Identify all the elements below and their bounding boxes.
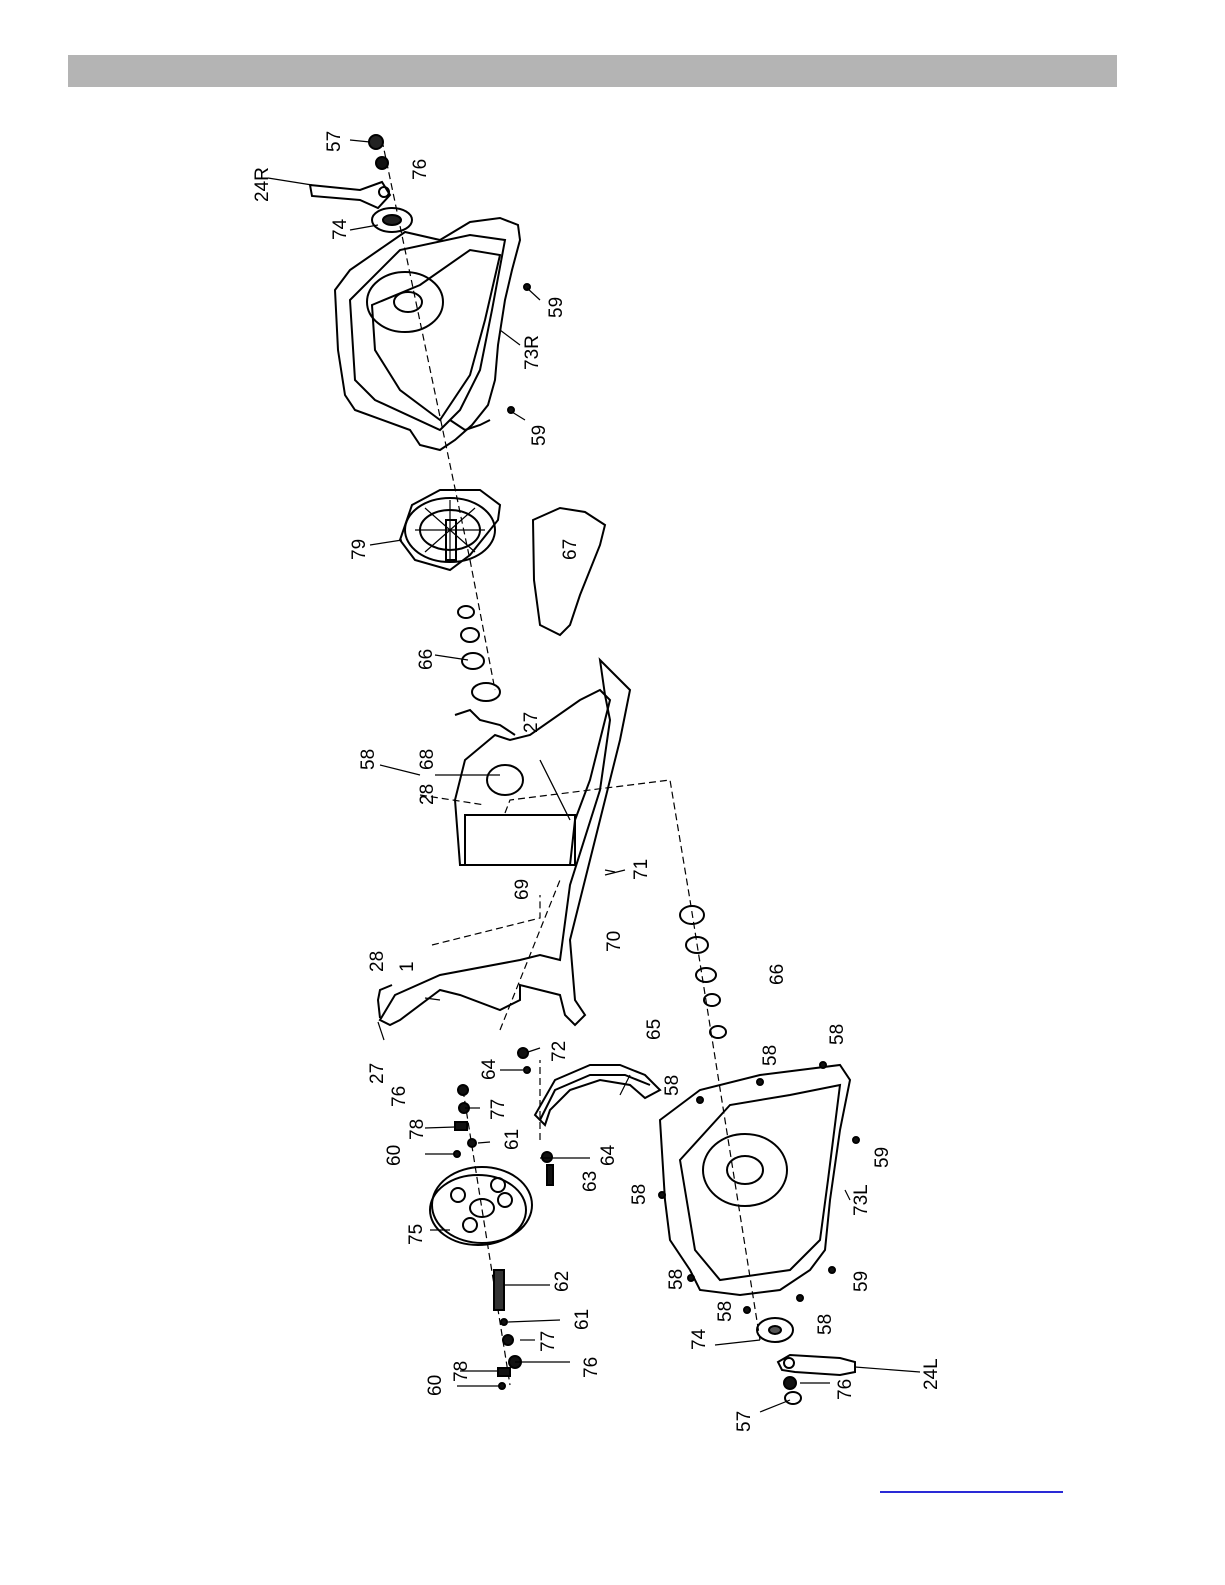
panel-67 — [533, 508, 605, 635]
part-76-left — [784, 1377, 796, 1389]
label-59-d: 59 — [851, 1271, 872, 1292]
label-71: 71 — [631, 859, 652, 880]
label-58-h: 58 — [815, 1314, 836, 1335]
label-78-mid: 78 — [407, 1119, 428, 1140]
label-73L: 73L — [851, 1184, 872, 1216]
brake-pad-65 — [535, 1065, 660, 1125]
label-75: 75 — [406, 1224, 427, 1245]
footer-link-underline[interactable] — [880, 1491, 1063, 1493]
label-59-a: 59 — [546, 297, 567, 318]
label-76-bottom: 76 — [835, 1379, 856, 1400]
label-77-lower: 77 — [538, 1331, 559, 1352]
label-76-lower: 76 — [581, 1357, 602, 1378]
label-58-a: 58 — [358, 749, 379, 770]
label-28-upper: 28 — [417, 784, 438, 805]
bearing-set-66-upper — [458, 606, 500, 701]
pulley-wheel-75 — [430, 1167, 532, 1245]
label-66-upper: 66 — [416, 649, 437, 670]
label-64-lower: 64 — [598, 1144, 619, 1166]
crank-arm-24L — [778, 1355, 855, 1375]
part-76-washer — [376, 157, 388, 169]
label-58-e: 58 — [629, 1184, 650, 1205]
part-57-left — [785, 1392, 801, 1404]
label-28-lower: 28 — [367, 951, 388, 972]
label-76-mid: 76 — [389, 1086, 410, 1107]
label-69: 69 — [512, 879, 533, 900]
right-cover-73R — [335, 218, 520, 450]
part-74-bearing — [372, 208, 412, 232]
part-labels: 57 76 24R 74 59 73R 59 79 67 66 58 68 28… — [252, 131, 942, 1432]
label-1: 1 — [397, 961, 418, 972]
axle-62 — [494, 1270, 504, 1310]
label-57-top: 57 — [324, 131, 345, 152]
assembly-axis-lines — [382, 140, 760, 1385]
label-24R: 24R — [252, 167, 273, 202]
label-61-lower: 61 — [572, 1309, 593, 1330]
label-74-lower: 74 — [689, 1328, 710, 1350]
label-60-lower: 60 — [425, 1375, 446, 1396]
label-58-f: 58 — [666, 1269, 687, 1290]
label-58-d: 58 — [662, 1075, 683, 1096]
label-24L: 24L — [921, 1358, 942, 1390]
label-67: 67 — [560, 539, 581, 560]
crank-arm-24R — [310, 182, 390, 208]
label-64-upper: 64 — [479, 1058, 500, 1080]
label-57-bottom: 57 — [734, 1411, 755, 1432]
label-58-g: 58 — [715, 1301, 736, 1322]
label-58-b: 58 — [827, 1024, 848, 1045]
label-61-mid: 61 — [502, 1129, 523, 1150]
label-62: 62 — [552, 1271, 573, 1292]
bearing-set-66-lower — [680, 906, 726, 1038]
label-65: 65 — [644, 1019, 665, 1040]
label-74-top: 74 — [330, 218, 351, 240]
part-74-left — [757, 1318, 793, 1342]
label-78-lower: 78 — [451, 1361, 472, 1382]
label-68: 68 — [417, 749, 438, 770]
label-27-lower: 27 — [367, 1063, 388, 1084]
left-cover-73L — [660, 1065, 850, 1295]
label-59-c: 59 — [872, 1147, 893, 1168]
label-70: 70 — [604, 931, 625, 952]
label-66-lower: 66 — [767, 964, 788, 985]
label-76-top: 76 — [410, 159, 431, 180]
label-58-c: 58 — [760, 1045, 781, 1066]
label-72: 72 — [549, 1041, 570, 1062]
label-27-upper: 27 — [521, 712, 542, 733]
label-79: 79 — [349, 539, 370, 560]
label-77-mid: 77 — [488, 1099, 509, 1120]
label-59-b: 59 — [529, 425, 550, 446]
label-63: 63 — [580, 1171, 601, 1192]
label-60-mid: 60 — [384, 1145, 405, 1166]
part-57-cap — [369, 135, 383, 149]
label-73R: 73R — [522, 335, 543, 370]
flywheel-79 — [400, 490, 500, 570]
